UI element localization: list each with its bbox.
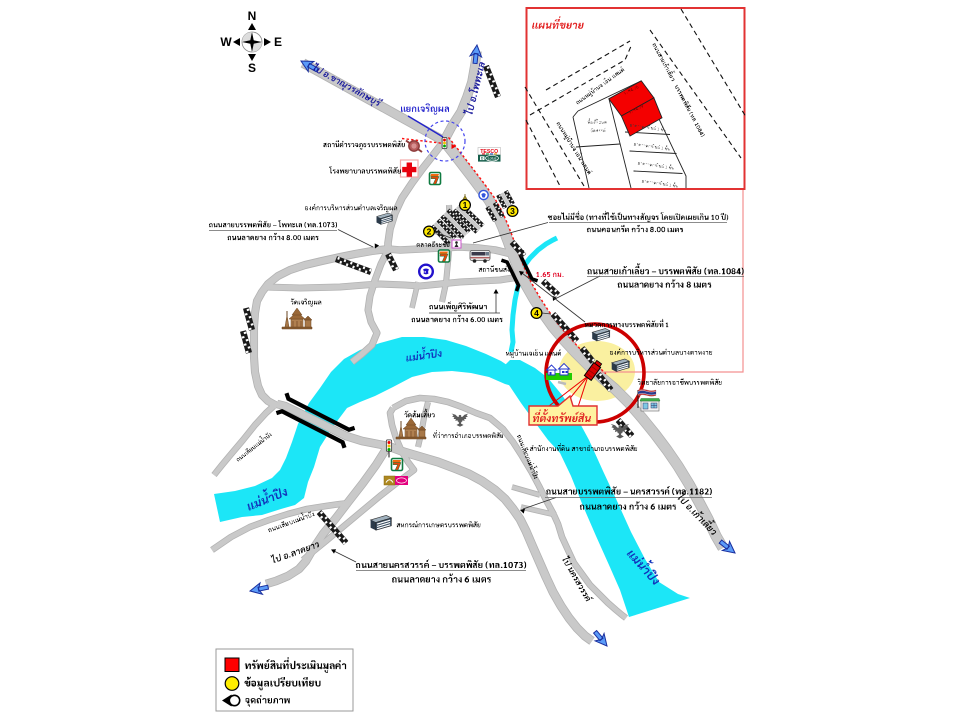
svg-text:3: 3: [510, 206, 515, 216]
svg-text:1: 1: [463, 200, 468, 210]
svg-text:D: D: [481, 157, 484, 161]
svg-text:4: 4: [534, 308, 539, 318]
svg-text:N: N: [248, 9, 257, 23]
svg-text:W: W: [220, 35, 232, 49]
svg-text:2: 2: [427, 227, 432, 237]
svg-text:Lotus: Lotus: [488, 157, 497, 161]
svg-text:S: S: [248, 61, 256, 75]
svg-text:E: E: [274, 35, 282, 49]
svg-text:TESCO: TESCO: [480, 149, 498, 155]
